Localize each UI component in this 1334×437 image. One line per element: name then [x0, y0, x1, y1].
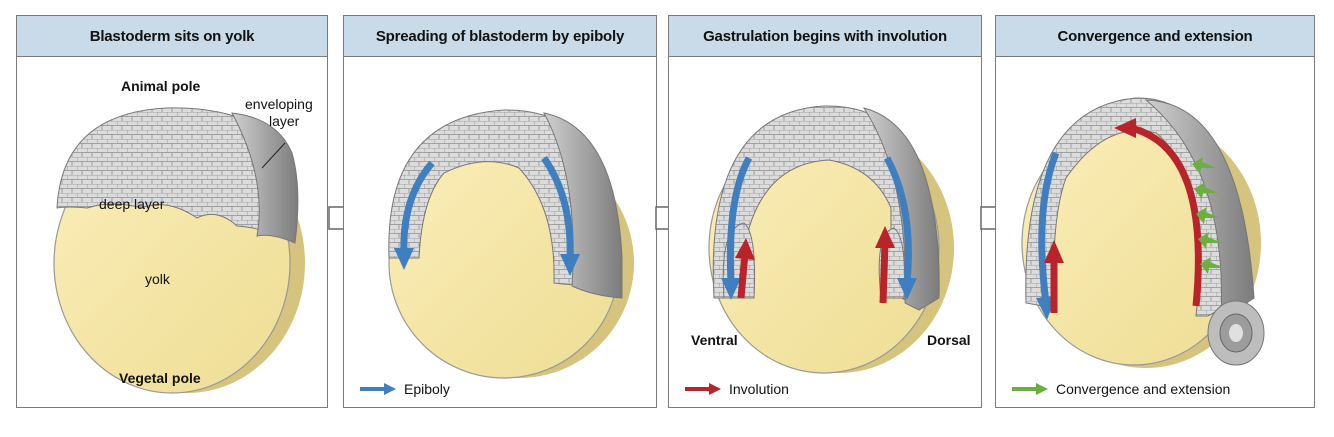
blastoderm-illustration: [53, 107, 305, 394]
involution-illustration: [708, 105, 954, 374]
panel-title: Spreading of blastoderm by epiboly: [344, 16, 656, 57]
panel-title: Blastoderm sits on yolk: [17, 16, 327, 57]
yolk-label: yolk: [145, 271, 170, 287]
dorsal-label: Dorsal: [927, 332, 971, 348]
legend-label: Convergence and extension: [1056, 381, 1231, 397]
blue-arrow-icon: [360, 383, 396, 395]
convergence-illustration: [1021, 97, 1265, 368]
legend-convergence: Convergence and extension: [1012, 381, 1230, 397]
deep-layer-label: deep layer: [99, 196, 165, 212]
panel-title: Gastrulation begins with involution: [669, 16, 981, 57]
red-arrow-icon: [685, 383, 721, 395]
green-arrow-icon: [1012, 383, 1048, 395]
panel-involution: Gastrulation begins with involution Vent…: [668, 15, 982, 408]
legend-label: Involution: [729, 381, 789, 397]
panel-epiboly: Spreading of blastoderm by epiboly Epibo…: [343, 15, 657, 408]
epiboly-illustration: [388, 109, 634, 379]
panel-blastoderm: Blastoderm sits on yolk Animal pole enve…: [16, 15, 328, 408]
legend-label: Epiboly: [404, 381, 450, 397]
vegetal-pole-label: Vegetal pole: [119, 370, 201, 386]
panel-title: Convergence and extension: [996, 16, 1314, 57]
legend-epiboly: Epiboly: [360, 381, 450, 397]
panel-convergence: Convergence and extension Convergence an…: [995, 15, 1315, 408]
animal-pole-label: Animal pole: [121, 78, 201, 94]
enveloping-layer-label: enveloping: [245, 96, 313, 112]
enveloping-layer-label-2: layer: [269, 113, 300, 129]
legend-involution: Involution: [685, 381, 789, 397]
ventral-label: Ventral: [691, 332, 738, 348]
